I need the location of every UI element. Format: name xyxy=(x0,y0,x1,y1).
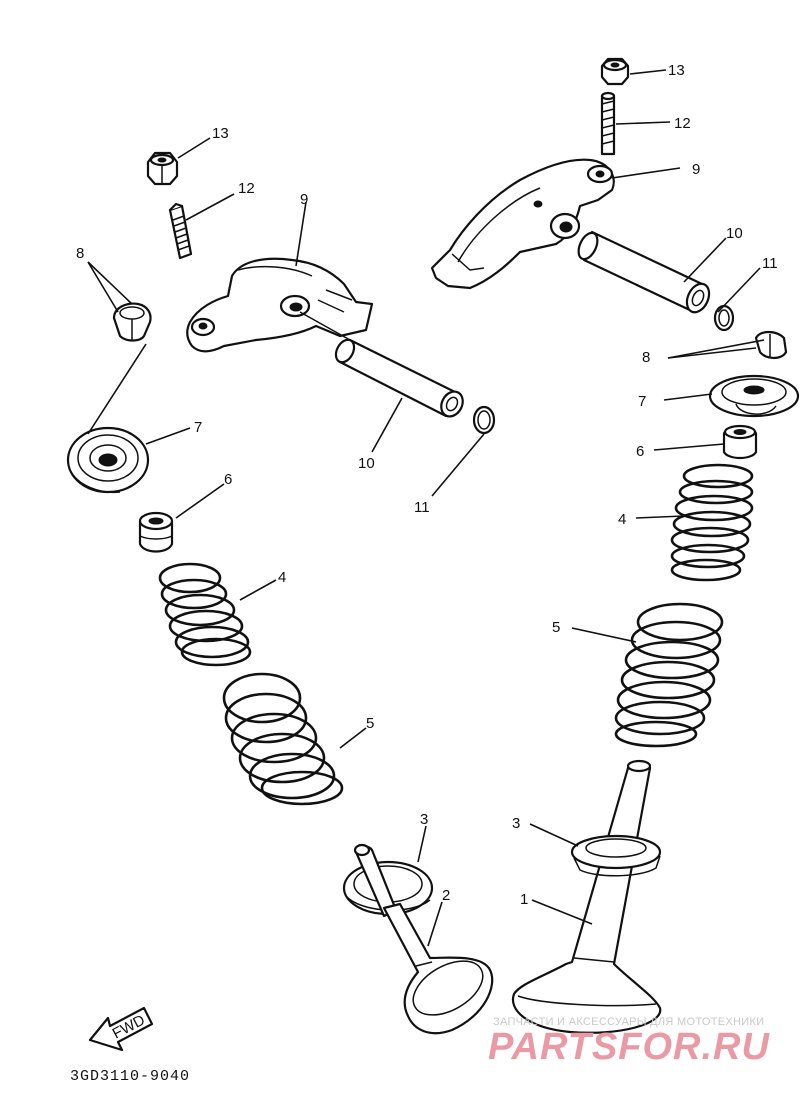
callout-6-left: 6 xyxy=(224,471,232,488)
callout-13-right: 13 xyxy=(668,62,685,79)
callout-3-right: 3 xyxy=(512,815,520,832)
fwd-arrow-icon: FWD xyxy=(88,1006,154,1052)
inner-spring-left xyxy=(158,562,252,667)
outer-spring-right xyxy=(614,602,724,748)
lock-nut-right xyxy=(600,57,630,86)
callout-4-right: 4 xyxy=(618,511,626,528)
callout-8-left: 8 xyxy=(76,245,84,262)
callout-12-right: 12 xyxy=(674,115,691,132)
callout-11-right: 11 xyxy=(762,255,778,272)
stem-seal-right xyxy=(722,424,758,460)
outer-spring-left xyxy=(222,672,344,806)
callout-12-left: 12 xyxy=(238,180,255,197)
callout-6-right: 6 xyxy=(636,443,644,460)
watermark-brand: PARTSFOR.RU xyxy=(488,1026,770,1068)
cotter-right xyxy=(754,330,788,360)
watermark-subtitle: ЗАПЧАСТИ И АКСЕССУАРЫ ДЛЯ МОТОТЕХНИКИ xyxy=(493,1016,765,1028)
callout-2: 2 xyxy=(442,887,450,904)
retainer-right xyxy=(708,374,800,418)
diagram-code: 3GD3110-9040 xyxy=(70,1068,191,1085)
callout-10-right: 10 xyxy=(726,225,743,242)
leader-lines xyxy=(87,69,765,947)
spring-seat-right xyxy=(570,834,662,877)
adjuster-screw-right xyxy=(600,91,616,156)
callout-4-left: 4 xyxy=(278,569,286,586)
callout-7-right: 7 xyxy=(638,393,646,410)
callout-7-left: 7 xyxy=(194,419,202,436)
valve-exhaust xyxy=(511,759,662,1034)
adjuster-screw-left xyxy=(168,202,193,260)
callout-9-left: 9 xyxy=(300,191,308,208)
valve-intake xyxy=(353,843,494,1035)
callout-13-left: 13 xyxy=(212,125,229,142)
inner-spring-right xyxy=(670,463,754,582)
callout-5-left: 5 xyxy=(366,715,374,732)
retainer-left xyxy=(66,426,150,494)
callout-1: 1 xyxy=(520,891,528,908)
cotter-left xyxy=(112,302,152,342)
stem-seal-left xyxy=(138,511,174,553)
callout-11-left: 11 xyxy=(414,499,430,516)
callout-9-right: 9 xyxy=(692,161,700,178)
rocker-shaft-left xyxy=(299,311,464,418)
rocker-arm-right xyxy=(430,158,615,290)
rocker-shaft-right xyxy=(577,230,711,314)
callout-8-right: 8 xyxy=(642,349,650,366)
callout-5-right: 5 xyxy=(552,619,560,636)
callout-3-left: 3 xyxy=(420,811,428,828)
lock-nut-left xyxy=(146,151,179,186)
rocker-arm-left xyxy=(186,257,374,353)
callout-10-left: 10 xyxy=(358,455,375,472)
